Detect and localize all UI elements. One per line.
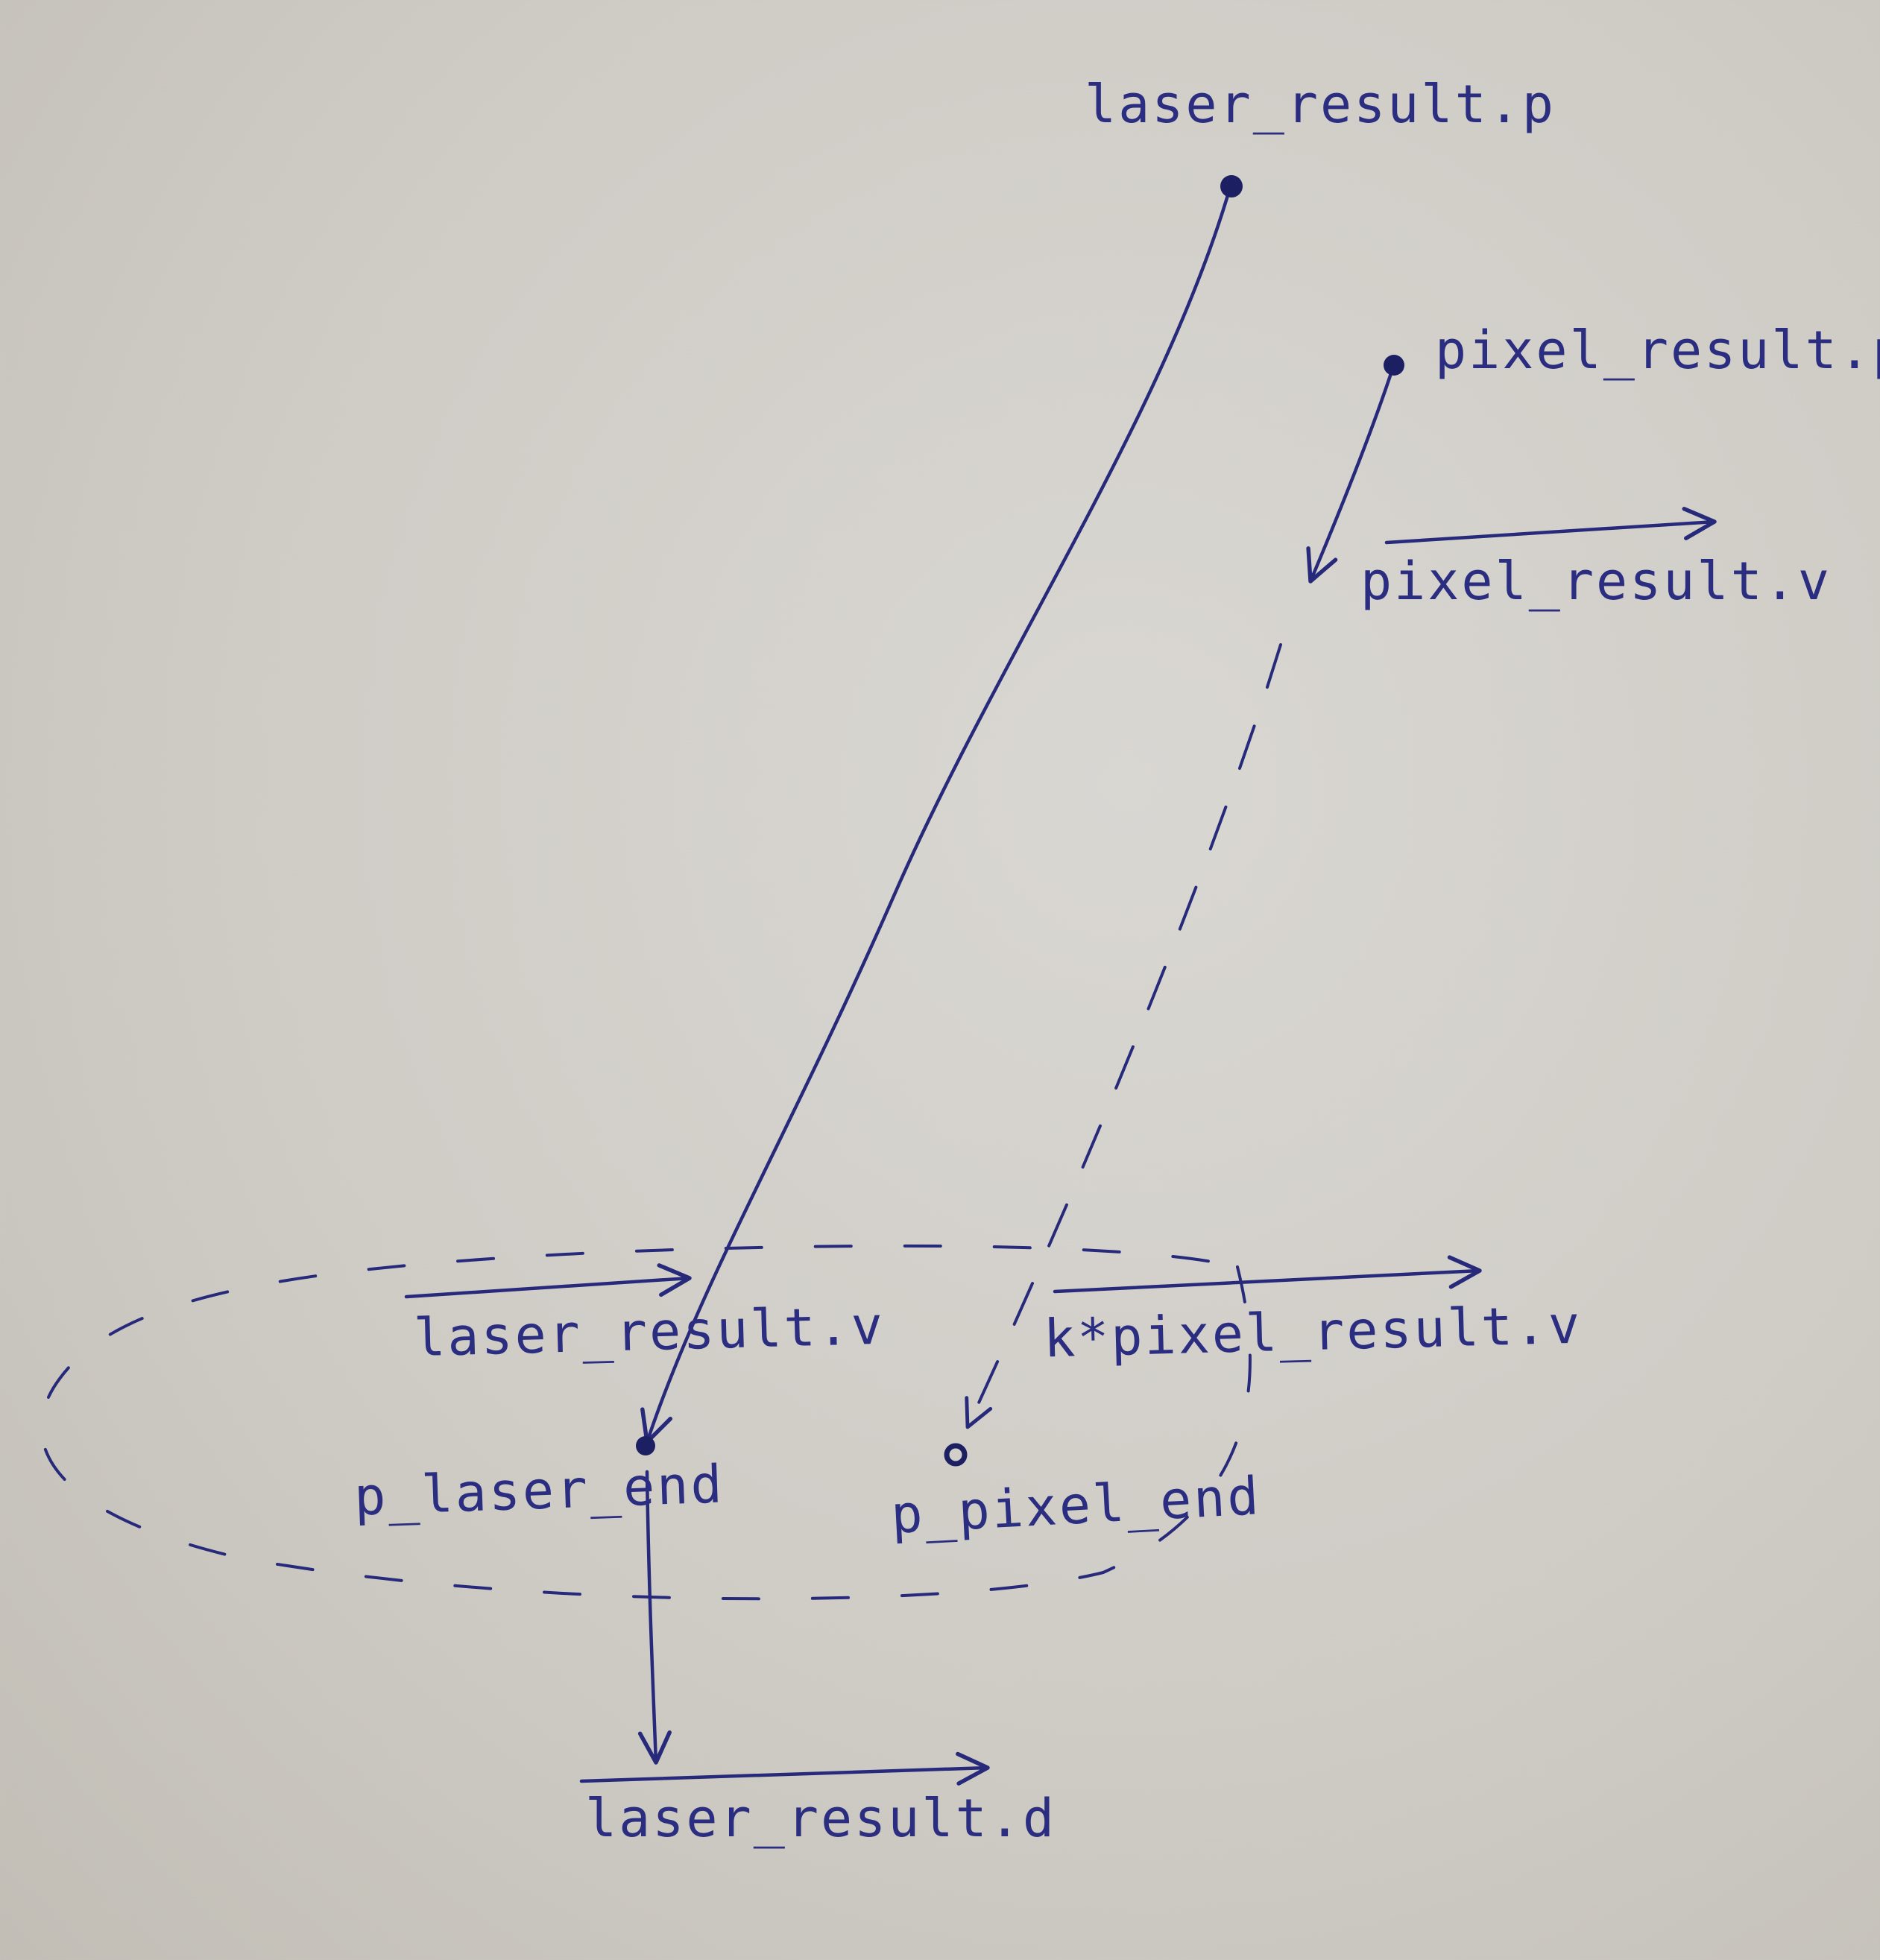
laser-result-d-vector [579, 1751, 990, 1786]
dashed-ellipse [40, 1244, 1252, 1601]
k-pixel-result-v-vector [1053, 1255, 1482, 1294]
label-pixel-result-p: pixel_result.p [1435, 320, 1880, 381]
laser-result-p-point [1220, 175, 1243, 197]
label-k-pixel-result-v: k*pixel_result.v [1043, 1294, 1583, 1370]
label-laser-result-v: laser_result.v [413, 1294, 886, 1369]
pixel-direction-arrow [1306, 367, 1395, 584]
label-p-laser-end: p_laser_end [353, 1453, 725, 1528]
p-laser-end-point [636, 1436, 655, 1455]
pixel-result-p-point [1384, 355, 1404, 376]
label-pixel-result-v: pixel_result.v [1360, 551, 1832, 612]
pixel-ray-dashed-line [965, 643, 1282, 1429]
laser-result-v-vector [404, 1263, 692, 1299]
laser-ray-line [640, 186, 1232, 1444]
pixel-result-v-vector [1384, 507, 1717, 545]
p-pixel-end-point [944, 1443, 968, 1467]
label-laser-result-p: laser_result.p [1085, 74, 1556, 135]
laser-d-down-arrow [637, 1470, 672, 1765]
label-laser-result-d: laser_result.d [585, 1788, 1057, 1849]
